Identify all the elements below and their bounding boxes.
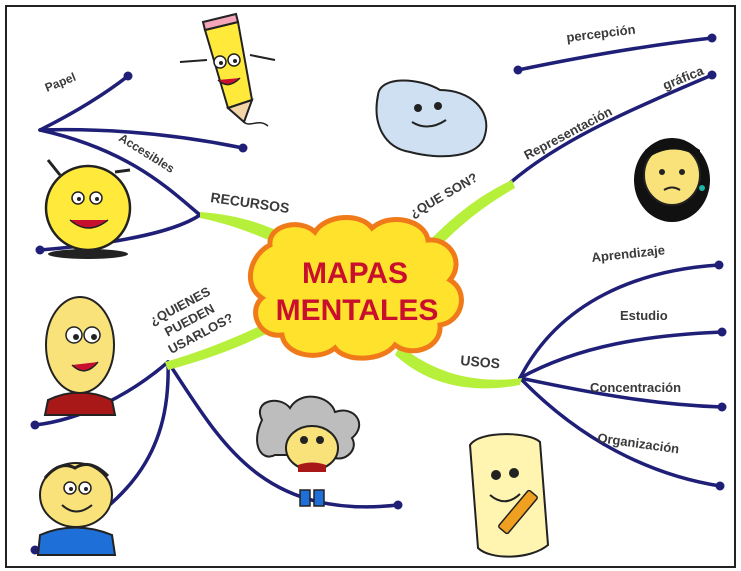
bald-man-character [43,296,117,416]
line-concentracion [518,376,724,409]
cloud-character [375,79,488,158]
line-accesibles [38,213,202,252]
line-recursos-upper [38,127,245,150]
center-title-line2: MENTALES [276,294,439,327]
center-node: MAPAS MENTALES [248,214,464,361]
girl-character [634,138,710,222]
center-title-line1: MAPAS [302,257,408,290]
branch-quienes [165,325,268,370]
label-estudio: Estudio [620,308,668,323]
branch-lines [33,36,724,552]
branch-que-son [430,180,515,248]
paper-scroll-character [468,433,550,558]
center-cloud-shape [248,214,464,361]
label-concentracion: Concentración [590,380,681,395]
branch-end-dots [30,33,727,555]
line-recursos-main [38,128,202,217]
line-representacion [508,73,714,185]
line-organizacion [518,376,722,488]
line-aprendizaje [518,263,721,380]
einstein-character [256,395,361,507]
branch-usos [395,345,522,389]
clock-character [44,159,132,259]
line-quienes-3 [166,360,400,509]
pencil-character [179,12,276,127]
label-usos: USOS [460,352,501,371]
line-papel [38,74,130,132]
line-percepcion [516,36,714,72]
line-estudio [518,330,724,380]
boy-character [36,462,117,556]
